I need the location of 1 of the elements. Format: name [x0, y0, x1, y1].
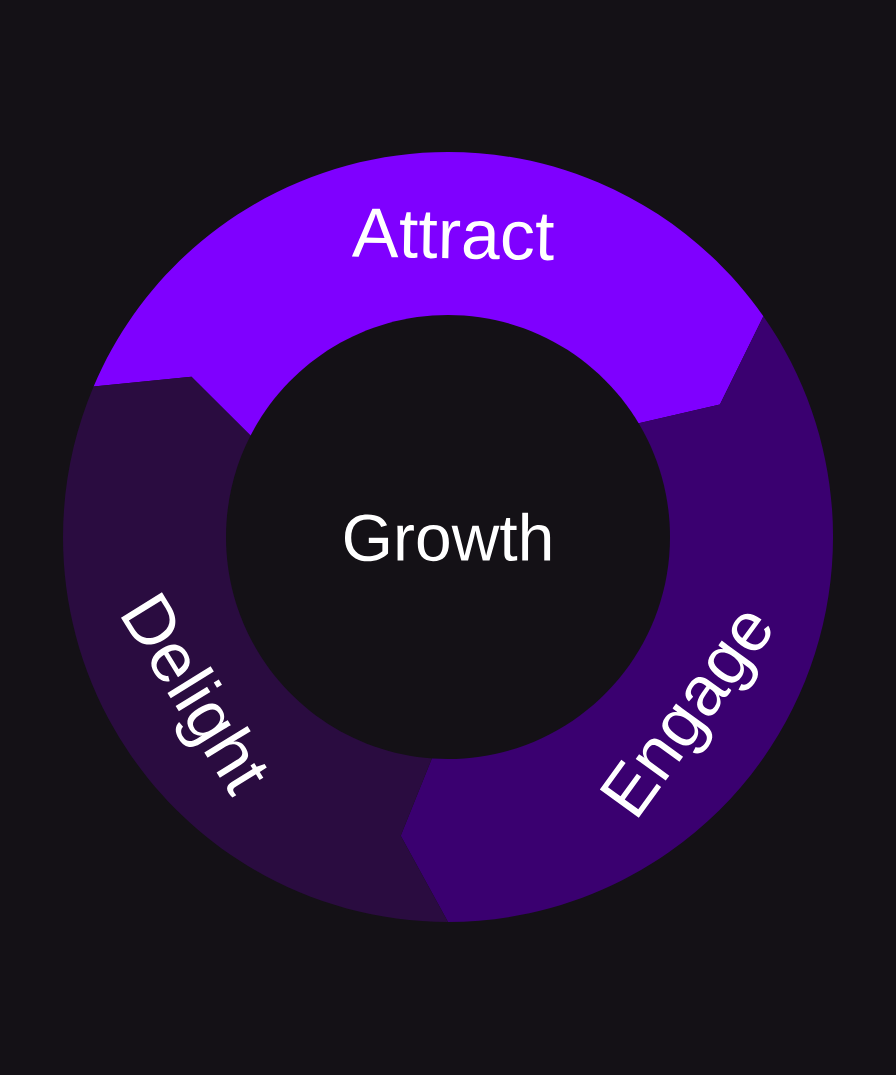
ring-segment: Attract: [93, 151, 764, 438]
